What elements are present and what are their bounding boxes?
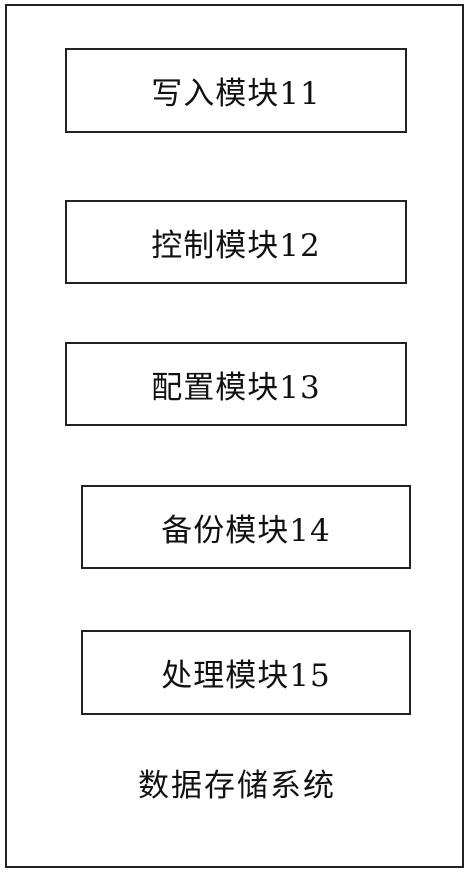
processing-module-box: 处理模块15	[81, 630, 411, 715]
data-storage-system-container	[5, 4, 464, 868]
processing-module-label: 处理模块15	[161, 658, 331, 694]
config-module-label: 配置模块13	[151, 369, 321, 406]
backup-module-box: 备份模块14	[81, 485, 411, 569]
system-label: 数据存储系统	[138, 768, 336, 804]
backup-module-label: 备份模块14	[161, 512, 331, 549]
config-module-box: 配置模块13	[65, 342, 407, 426]
control-module-box: 控制模块12	[65, 200, 407, 284]
write-module-box: 写入模块11	[65, 48, 407, 133]
control-module-label: 控制模块12	[151, 227, 321, 264]
write-module-label: 写入模块11	[151, 76, 321, 112]
